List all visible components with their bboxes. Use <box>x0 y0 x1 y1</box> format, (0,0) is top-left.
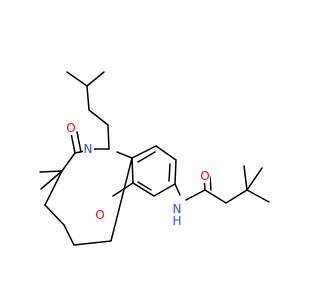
bond <box>70 132 76 154</box>
oxygen-atom-ring-carbonyl: O <box>66 121 76 135</box>
bond <box>246 189 270 203</box>
bond <box>116 151 133 159</box>
bond <box>61 152 76 172</box>
bond <box>174 159 177 185</box>
atom-symbol: N <box>173 202 182 216</box>
bond <box>204 189 227 204</box>
atom-symbol: N <box>84 142 93 156</box>
bond <box>131 145 157 159</box>
benzene-ring <box>112 145 177 197</box>
bond <box>246 167 263 191</box>
oxygen-atom-ring-ether: O <box>95 208 106 222</box>
bond <box>225 189 248 204</box>
label-background <box>172 214 183 228</box>
bond <box>137 181 152 191</box>
bond <box>168 163 171 182</box>
bond <box>155 145 177 161</box>
label-background <box>200 169 210 183</box>
bond <box>137 151 156 163</box>
label-background <box>172 202 183 216</box>
oxazepine-ring <box>44 148 133 246</box>
bond <box>73 240 112 246</box>
hydrogen-atom-amide: H <box>172 214 183 228</box>
amide-side-chain <box>174 165 270 204</box>
bond <box>174 183 181 196</box>
atom-symbol: H <box>172 214 181 228</box>
bond <box>66 71 88 87</box>
label-background <box>95 208 106 222</box>
molecule-structure-diagram: O N O N H O <box>39 71 270 246</box>
nitrogen-atom-ring: N <box>83 142 94 156</box>
bond <box>110 157 133 242</box>
bond <box>40 170 63 190</box>
bond <box>44 170 63 206</box>
atom-symbol: O <box>95 208 104 222</box>
bond <box>107 124 110 150</box>
bond <box>86 85 90 111</box>
bond <box>243 165 248 191</box>
bond <box>44 204 65 226</box>
atom-symbol: O <box>200 169 209 183</box>
bond <box>185 189 206 201</box>
bond <box>76 131 82 153</box>
bond <box>131 157 134 184</box>
bond <box>132 182 155 197</box>
bond <box>153 183 176 197</box>
isopentyl-chain <box>66 71 110 150</box>
bond <box>39 170 63 173</box>
bond <box>112 182 134 197</box>
bond <box>209 176 212 191</box>
ring-carbonyl <box>70 131 82 154</box>
oxygen-atom-amide-carbonyl: O <box>200 169 210 183</box>
nitrogen-atom-amide: N <box>172 202 183 216</box>
atom-symbol: O <box>66 121 75 135</box>
gem-dimethyl <box>39 170 63 190</box>
bond <box>86 71 105 87</box>
label-background <box>83 142 94 156</box>
bond <box>88 109 109 126</box>
label-background <box>66 121 76 135</box>
atom-labels: O N O N H O <box>66 121 210 228</box>
bond <box>63 224 75 246</box>
